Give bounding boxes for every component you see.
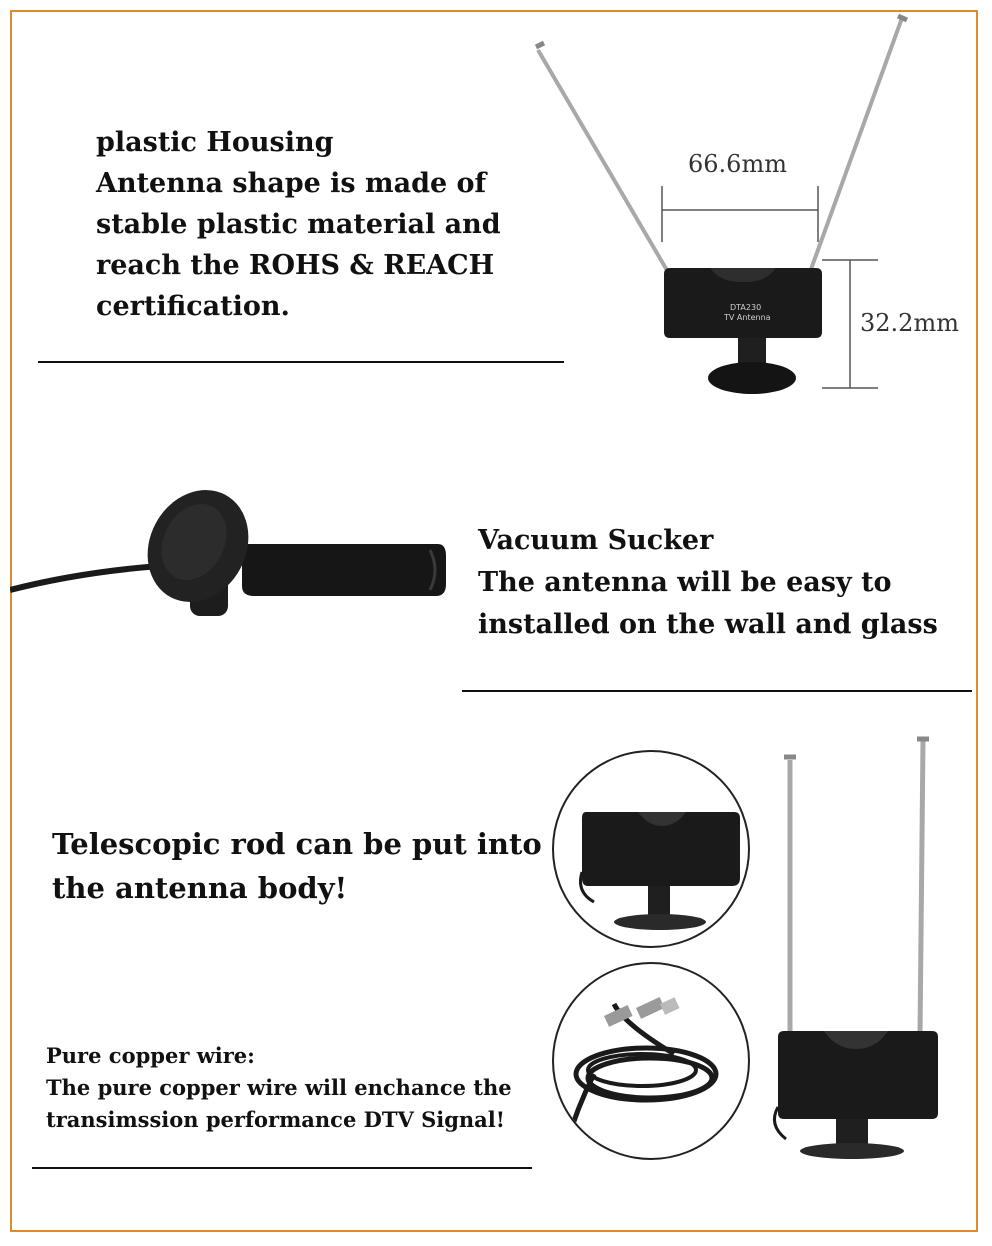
device-model-text: DTA230 bbox=[730, 303, 761, 312]
suction-cup-image bbox=[10, 490, 446, 616]
copper-line-1: The pure copper wire will enchance the bbox=[46, 1075, 512, 1100]
housing-line-2: stable plastic material and bbox=[96, 209, 501, 240]
section-rod-text: Telescopic rod can be put into the anten… bbox=[52, 822, 542, 910]
sucker-line-2: installed on the wall and glass bbox=[478, 609, 938, 640]
device-type-text: TV Antenna bbox=[723, 313, 771, 322]
copper-heading: Pure copper wire: bbox=[46, 1043, 255, 1068]
section-housing-text: plastic Housing Antenna shape is made of… bbox=[96, 122, 501, 327]
antenna-body-closeup-circle bbox=[552, 750, 750, 948]
antenna-extended-image bbox=[772, 736, 938, 1159]
rod-line-2: the antenna body! bbox=[52, 871, 348, 905]
sucker-line-1: The antenna will be easy to bbox=[478, 567, 892, 598]
housing-line-1: Antenna shape is made of bbox=[96, 168, 487, 199]
divider-3 bbox=[32, 1167, 532, 1169]
copper-line-2: transimssion performance DTV Signal! bbox=[46, 1107, 505, 1132]
rod-line-1: Telescopic rod can be put into bbox=[52, 827, 542, 861]
section-sucker-text: Vacuum Sucker The antenna will be easy t… bbox=[478, 520, 938, 646]
housing-line-4: certification. bbox=[96, 291, 290, 322]
housing-heading: plastic Housing bbox=[96, 127, 334, 158]
page-frame bbox=[10, 10, 978, 1232]
divider-2 bbox=[462, 690, 972, 692]
copper-wire-closeup-circle bbox=[552, 962, 750, 1160]
height-dimension-label: 32.2mm bbox=[860, 309, 959, 337]
section-copper-text: Pure copper wire: The pure copper wire w… bbox=[46, 1040, 512, 1136]
divider-1 bbox=[38, 361, 564, 363]
sucker-heading: Vacuum Sucker bbox=[478, 525, 714, 556]
width-dimension-label: 66.6mm bbox=[688, 150, 787, 178]
antenna-dimension-image: DTA230 TV Antenna bbox=[534, 13, 909, 394]
housing-line-3: reach the ROHS & REACH bbox=[96, 250, 495, 281]
